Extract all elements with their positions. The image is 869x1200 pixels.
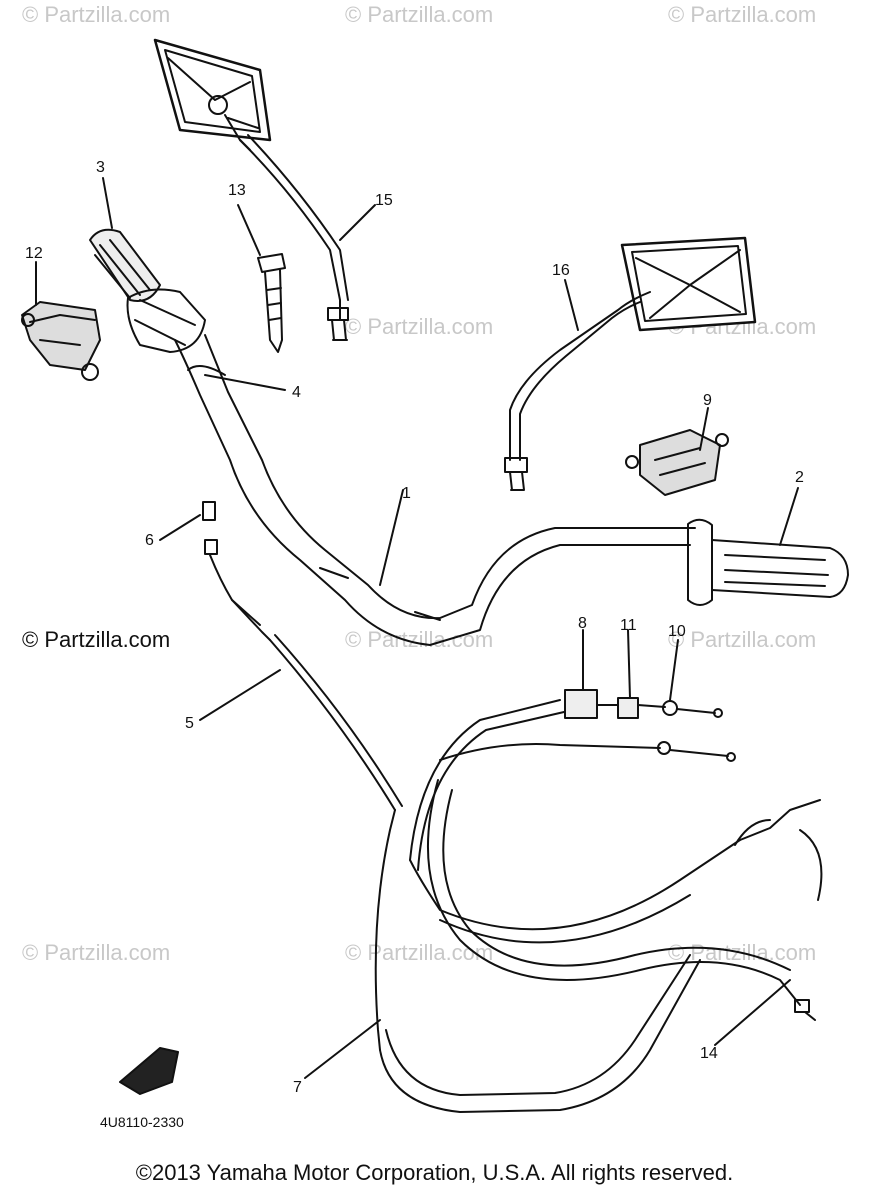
cable-5	[202, 501, 403, 1051]
watermark: © Partzilla.com	[345, 314, 494, 339]
callout-7: 7	[293, 1079, 302, 1096]
fwd-tag-icon	[119, 1047, 179, 1095]
watermark: © Partzilla.com	[22, 2, 171, 27]
diagram-code: 4U8110-2330	[100, 1114, 184, 1130]
grip-3	[89, 228, 206, 353]
watermark: © Partzilla.com	[345, 2, 494, 27]
watermark-strong: © Partzilla.com	[22, 627, 171, 652]
watermark: © Partzilla.com	[668, 627, 817, 652]
mirror-left	[153, 38, 349, 341]
callout-9: 9	[703, 392, 712, 409]
callout-14: 14	[700, 1045, 718, 1062]
callout-6: 6	[145, 532, 154, 549]
cable-8-10-11	[409, 689, 736, 871]
holder-9	[625, 429, 729, 496]
copyright-notice: ©2013 Yamaha Motor Corporation, U.S.A. A…	[135, 1160, 734, 1185]
callout-15: 15	[375, 192, 393, 209]
callout-3: 3	[96, 159, 105, 176]
watermark: © Partzilla.com	[345, 940, 494, 965]
switch-12	[21, 301, 101, 381]
callout-13: 13	[228, 182, 246, 199]
callout-10: 10	[668, 623, 686, 640]
mirror-right	[504, 236, 757, 491]
watermark: © Partzilla.com	[345, 627, 494, 652]
callout-4: 4	[292, 384, 301, 401]
callout-12: 12	[25, 245, 43, 262]
cable-14	[426, 779, 816, 1021]
cable-7	[379, 799, 823, 1113]
grip-2	[687, 518, 849, 606]
callout-11: 11	[620, 617, 637, 634]
handlebar-1	[174, 334, 696, 646]
callout-5: 5	[185, 715, 194, 732]
callout-16: 16	[552, 262, 570, 279]
callout-2: 2	[795, 469, 804, 486]
watermark: © Partzilla.com	[22, 940, 171, 965]
callout-1: 1	[402, 485, 411, 502]
callout-8: 8	[578, 615, 587, 632]
bolt-13	[257, 253, 286, 353]
watermark: © Partzilla.com	[668, 2, 817, 27]
